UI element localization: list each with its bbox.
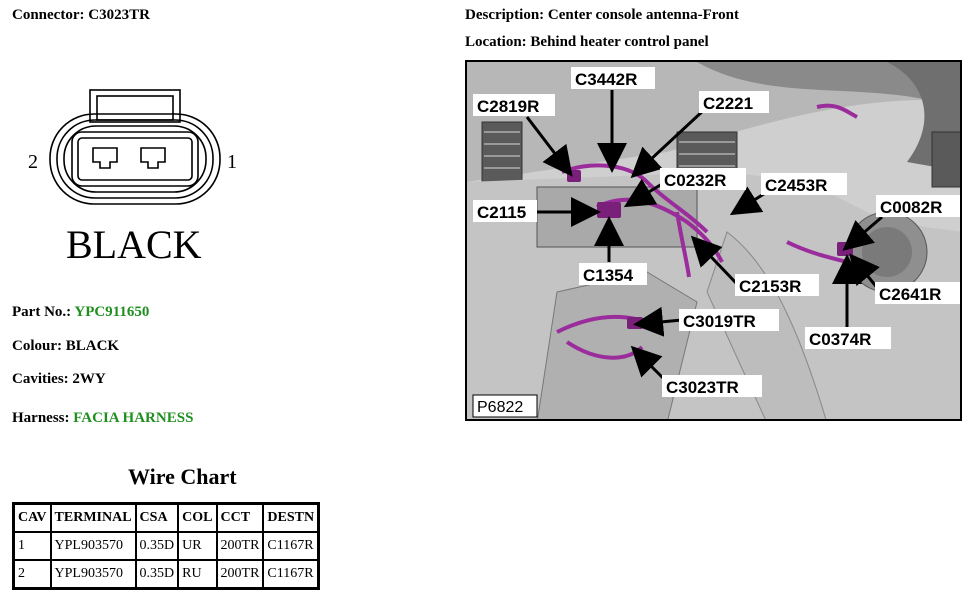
harness-label: Harness: — [12, 410, 70, 426]
colour-label: Colour: — [12, 338, 62, 354]
connector-value: C3023TR — [88, 7, 150, 23]
cavities-line: Cavities: 2WY — [12, 371, 106, 388]
connector-line: Connector: C3023TR — [12, 7, 150, 24]
description-line: Description: Center console antenna-Fron… — [465, 7, 739, 24]
table-cell: 0.35D — [134, 531, 180, 561]
table-cell: 200TR — [215, 559, 265, 590]
part-no-label: Part No.: — [12, 304, 72, 320]
table-cell: 0.35D — [134, 559, 180, 590]
table-cell: UR — [177, 531, 218, 561]
location-photo: C3442R C2819R C2221 C0232R C2453R C2115 … — [465, 60, 962, 421]
harness-link[interactable]: FACIA HARNESS — [73, 410, 194, 426]
callout-c2641r: C2641R — [879, 285, 941, 304]
column-header: COL — [177, 502, 218, 533]
harness-line: Harness: FACIA HARNESS — [12, 410, 193, 427]
wire-chart-table: CAV TERMINAL CSA COL CCT DESTN 1 YPL9035… — [12, 502, 321, 590]
column-header: CAV — [12, 502, 52, 533]
callout-labels: C3442R C2819R C2221 C0232R C2453R C2115 … — [473, 67, 960, 397]
table-cell: 2 — [12, 559, 52, 590]
location-label: Location: — [465, 34, 527, 50]
callout-c3019tr: C3019TR — [683, 312, 756, 331]
table-row: 2 YPL903570 0.35D RU 200TR C1167R — [12, 559, 320, 590]
callout-c2221: C2221 — [703, 94, 753, 113]
table-cell: YPL903570 — [49, 559, 137, 590]
callout-c0374r: C0374R — [809, 330, 871, 349]
connector-colour-text: BLACK — [66, 222, 202, 267]
callout-c3442r: C3442R — [575, 70, 637, 89]
terminal-1-icon — [140, 147, 166, 169]
location-value: Behind heater control panel — [530, 34, 709, 50]
part-no-link[interactable]: YPC911650 — [74, 304, 150, 320]
table-cell: 1 — [12, 531, 52, 561]
callout-c3023tr: C3023TR — [666, 378, 739, 397]
table-cell: C1167R — [262, 559, 320, 590]
cavities-label: Cavities: — [12, 371, 69, 387]
table-cell: YPL903570 — [49, 531, 137, 561]
description-label: Description: — [465, 7, 545, 23]
table-cell: C1167R — [262, 531, 320, 561]
column-header: TERMINAL — [49, 502, 137, 533]
callout-c0232r: C0232R — [664, 171, 726, 190]
location-photo-illustration: C3442R C2819R C2221 C0232R C2453R C2115 … — [467, 62, 960, 419]
callout-c2115: C2115 — [477, 203, 526, 222]
callout-c2453r: C2453R — [765, 176, 827, 195]
column-header: CCT — [215, 502, 265, 533]
table-cell: RU — [177, 559, 218, 590]
connector-latch — [89, 89, 181, 123]
callout-c2819r: C2819R — [477, 97, 539, 116]
photo-id-label: P6822 — [477, 399, 523, 416]
colour-line: Colour: BLACK — [12, 338, 119, 355]
column-header: DESTN — [262, 502, 320, 533]
table-row: 1 YPL903570 0.35D UR 200TR C1167R — [12, 531, 320, 561]
table-cell: 200TR — [215, 531, 265, 561]
callout-c0082r: C0082R — [880, 198, 942, 217]
pin-1-label: 1 — [227, 151, 237, 173]
terminal-2-icon — [92, 147, 118, 169]
callout-c1354: C1354 — [583, 266, 634, 285]
location-line: Location: Behind heater control panel — [465, 34, 709, 51]
wire-chart-title: Wire Chart — [128, 464, 237, 489]
connector-face-diagram: 2 1 BLACK — [28, 89, 237, 267]
column-header: CSA — [134, 502, 180, 533]
connector-body — [49, 113, 221, 205]
colour-value: BLACK — [65, 338, 120, 354]
cavities-value: 2WY — [72, 371, 106, 387]
connector-label: Connector: — [12, 7, 85, 23]
part-no-line: Part No.: YPC911650 — [12, 304, 149, 321]
description-value: Center console antenna-Front — [547, 7, 740, 23]
pin-2-label: 2 — [28, 151, 38, 173]
callout-c2153r: C2153R — [739, 277, 801, 296]
table-header-row: CAV TERMINAL CSA COL CCT DESTN — [12, 502, 320, 533]
